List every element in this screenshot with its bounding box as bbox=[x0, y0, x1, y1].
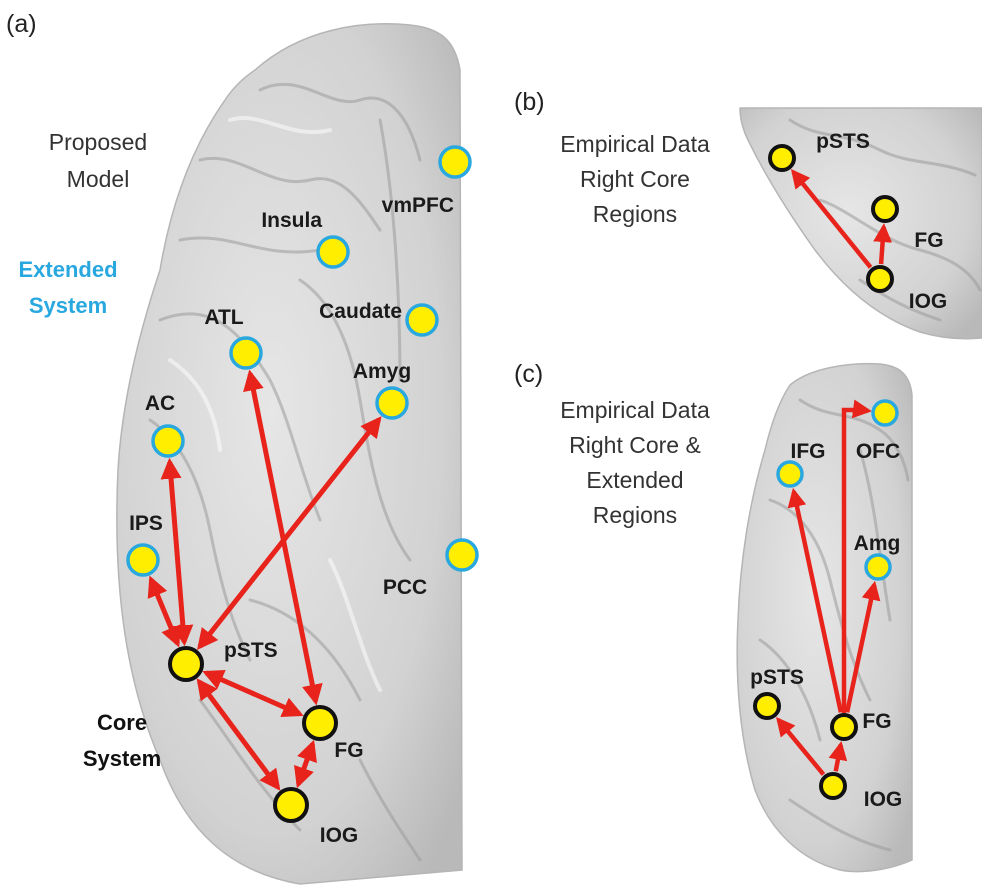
node-a-amyg bbox=[377, 388, 407, 418]
node-a-iog bbox=[275, 789, 307, 821]
node-c-ofc bbox=[873, 401, 897, 425]
panel-c-letter: (c) bbox=[514, 360, 543, 388]
node-a-vmpfc bbox=[440, 147, 470, 177]
label-a-insula: Insula bbox=[261, 209, 322, 232]
node-a-ips bbox=[128, 545, 158, 575]
caption-line: Regions bbox=[593, 201, 677, 227]
label-b-iog: IOG bbox=[909, 290, 948, 313]
node-c-amg bbox=[866, 555, 890, 579]
label-c-iog: IOG bbox=[864, 788, 903, 811]
panel-a-caption: Proposed Model bbox=[49, 129, 147, 192]
caption-line: Empirical Data bbox=[560, 131, 710, 157]
node-b-fg bbox=[873, 197, 897, 221]
caption-line: Proposed bbox=[49, 129, 147, 155]
node-b-iog bbox=[868, 267, 892, 291]
node-c-ifg bbox=[778, 462, 802, 486]
node-a-atl bbox=[231, 338, 261, 368]
label-a-ac: AC bbox=[145, 392, 175, 415]
node-a-psts bbox=[170, 648, 202, 680]
node-a-insula bbox=[318, 237, 348, 267]
node-c-iog bbox=[821, 774, 845, 798]
label-a-vmpfc: vmPFC bbox=[382, 194, 454, 217]
label-a-caudate: Caudate bbox=[319, 300, 402, 323]
label-c-amg: Amg bbox=[854, 532, 901, 555]
extended-system-line: Extended bbox=[18, 257, 117, 282]
arrow-b-iog-fg bbox=[881, 227, 884, 264]
panel-a-letter: (a) bbox=[6, 10, 37, 38]
node-c-psts bbox=[755, 694, 779, 718]
extended-system-line: System bbox=[29, 293, 107, 318]
panel-b-letter: (b) bbox=[514, 88, 545, 116]
label-a-iog: IOG bbox=[320, 824, 359, 847]
caption-line: Regions bbox=[593, 502, 677, 528]
node-a-fg bbox=[304, 707, 336, 739]
node-a-pcc bbox=[447, 540, 477, 570]
extended-system-label: Extended System bbox=[18, 257, 117, 318]
label-c-ifg: IFG bbox=[791, 440, 826, 463]
caption-line: Right Core bbox=[580, 166, 690, 192]
label-a-pcc: PCC bbox=[383, 576, 427, 599]
label-a-ips: IPS bbox=[129, 512, 163, 535]
node-a-caudate bbox=[407, 305, 437, 335]
core-system-line: System bbox=[83, 746, 161, 771]
panel-c-caption: Empirical Data Right Core & Extended Reg… bbox=[560, 397, 710, 528]
node-a-ac bbox=[153, 426, 183, 456]
caption-line: Extended bbox=[586, 467, 683, 493]
label-b-psts: pSTS bbox=[816, 130, 870, 153]
label-b-fg: FG bbox=[914, 229, 943, 252]
caption-line: Model bbox=[67, 166, 130, 192]
core-system-line: Core bbox=[97, 710, 147, 735]
panel-b-caption: Empirical Data Right Core Regions bbox=[560, 131, 710, 227]
label-a-atl: ATL bbox=[204, 306, 243, 329]
label-c-fg: FG bbox=[862, 710, 891, 733]
label-c-psts: pSTS bbox=[750, 666, 804, 689]
node-b-psts bbox=[770, 146, 794, 170]
label-a-fg: FG bbox=[334, 739, 363, 762]
label-a-amyg: Amyg bbox=[353, 360, 411, 383]
caption-line: Right Core & bbox=[569, 432, 701, 458]
label-c-ofc: OFC bbox=[856, 440, 900, 463]
node-c-fg bbox=[832, 715, 856, 739]
label-a-psts: pSTS bbox=[224, 639, 278, 662]
caption-line: Empirical Data bbox=[560, 397, 710, 423]
